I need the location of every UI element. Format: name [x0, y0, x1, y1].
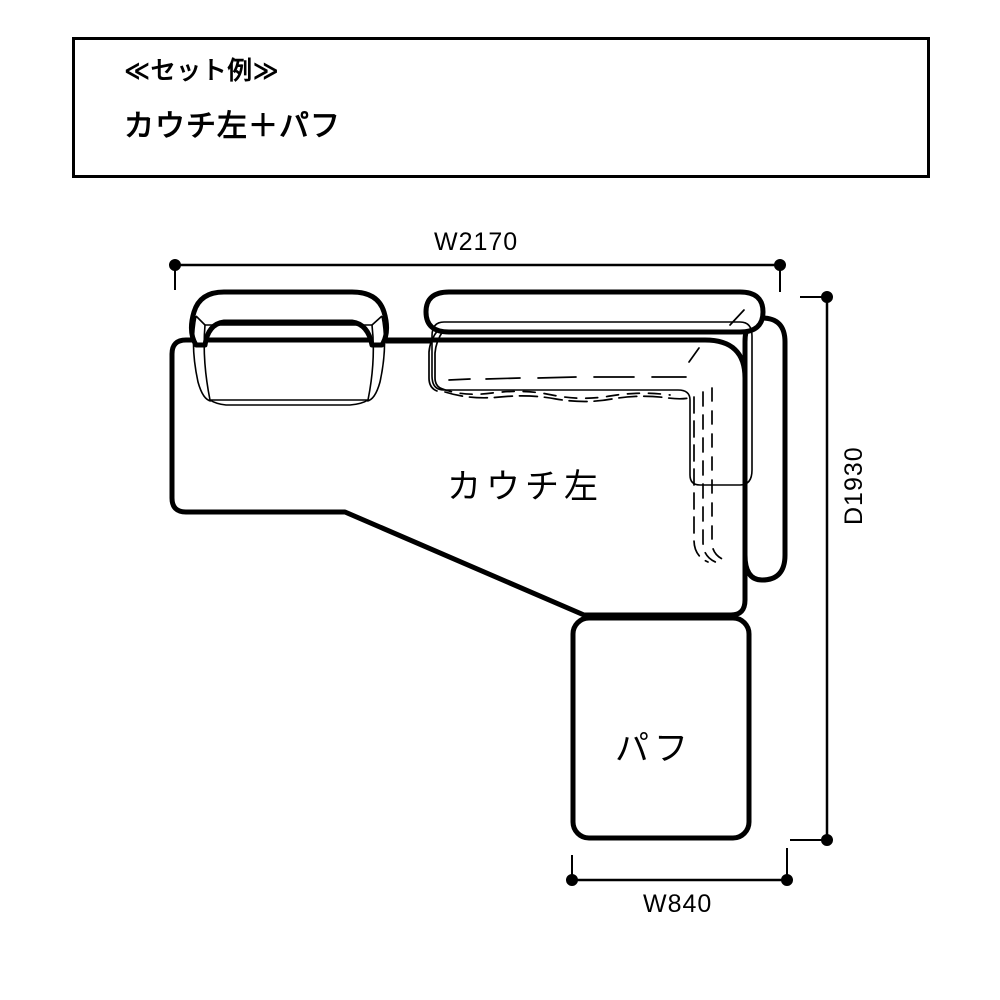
dimension-label-d1930: D1930 — [840, 446, 868, 525]
header-set-example-label: ≪セット例≫ — [124, 57, 280, 85]
header-title: カウチ左＋パフ — [124, 110, 341, 143]
couch-left-body — [169, 337, 748, 618]
part-label-couch-left: カウチ左 — [447, 468, 603, 506]
dimension-w840 — [566, 848, 793, 886]
dimension-w2170 — [169, 259, 786, 292]
part-label-pouf: パフ — [615, 730, 693, 768]
dimension-d1930 — [790, 291, 833, 846]
dimension-lines — [169, 259, 833, 886]
backrest-inner-cushion — [431, 321, 753, 486]
pouf-body — [570, 615, 752, 841]
couch-left-pillow-inner — [192, 315, 386, 406]
seat-cushion-seams — [428, 309, 745, 564]
couch-right-armrest — [742, 315, 788, 583]
header-box — [72, 37, 930, 178]
dimension-label-w840: W840 — [643, 890, 713, 918]
couch-backrest-bolster — [423, 289, 766, 335]
couch-left-pillow-outer — [188, 289, 390, 348]
dimension-label-w2170: W2170 — [434, 228, 519, 256]
